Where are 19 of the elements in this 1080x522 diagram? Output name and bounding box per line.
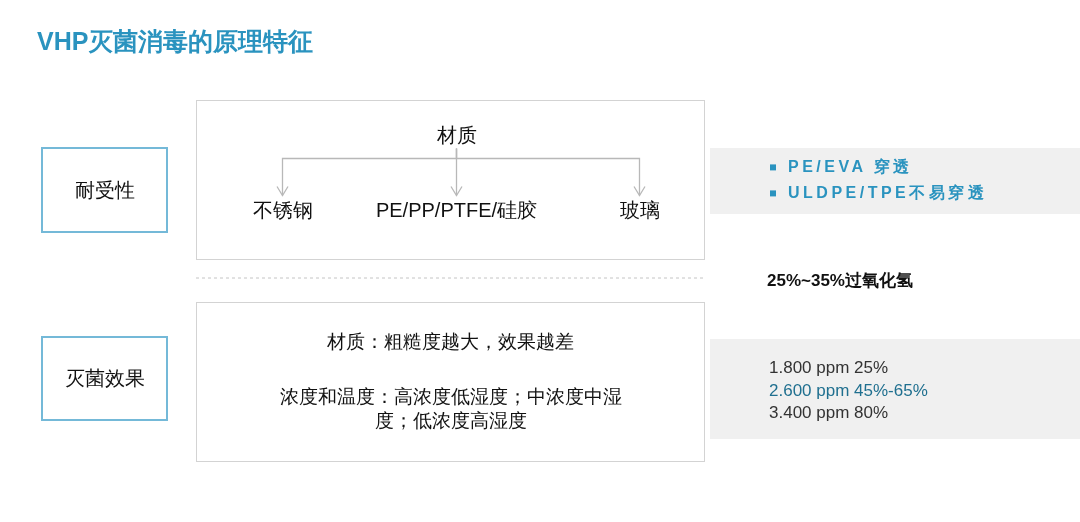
title: VHP灭菌消毒的原理特征 bbox=[37, 26, 314, 56]
text-box bbox=[196, 302, 705, 462]
info-panel bbox=[710, 148, 1080, 214]
description-text: 浓度和温度：高浓度低湿度；中浓度中湿度；低浓度高湿度 bbox=[278, 384, 623, 434]
note-text: 25%~35%过氧化氢 bbox=[767, 271, 913, 292]
value-text: 1.800 ppm 25% bbox=[769, 357, 889, 379]
arrow bbox=[455, 147, 646, 197]
value-text: 2.600 ppm 45%-65% bbox=[769, 380, 928, 402]
frame-box bbox=[196, 100, 705, 260]
material-label: PE/PP/PTFE/硅胶 bbox=[375, 197, 538, 222]
value-text: 3.400 ppm 80% bbox=[769, 402, 889, 424]
description-text: 材质：粗糙度越大，效果越差 bbox=[326, 329, 575, 354]
material-label: 玻璃 bbox=[619, 197, 660, 222]
list-item-text: ULDPE/TPE不易穿透 bbox=[788, 183, 988, 203]
heading-text: 材质 bbox=[436, 122, 477, 147]
material-label: 不锈钢 bbox=[252, 197, 313, 222]
category-box: 耐受性 bbox=[41, 147, 168, 233]
category-box: 灭菌效果 bbox=[41, 336, 168, 421]
list-item-text: PE/EVA 穿透 bbox=[788, 157, 913, 177]
